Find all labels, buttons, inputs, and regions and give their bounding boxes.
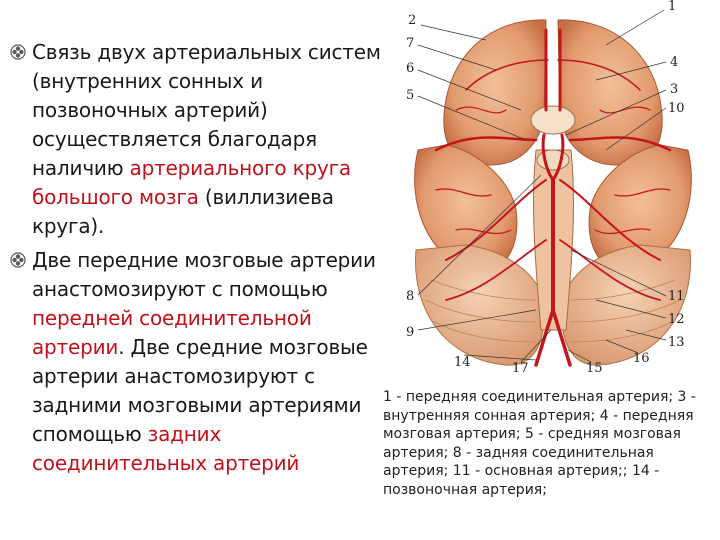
figure-label: 17 (512, 361, 529, 376)
highlight-term: артериального круга большого мозга (32, 156, 351, 209)
figure-label: 3 (670, 82, 678, 97)
figure-caption: 1 - передняя соединительная артерия; 3 -… (383, 389, 696, 498)
figure-label: 10 (668, 101, 685, 116)
figure-label: 13 (668, 335, 685, 350)
figure-label: 14 (454, 355, 471, 370)
figure-label: 7 (406, 36, 414, 51)
flower-bullet-icon (10, 252, 26, 268)
figure-label: 9 (406, 325, 414, 340)
frontal-lobe-left (443, 19, 547, 166)
frontal-lobe-right (557, 19, 663, 166)
brain-illustration: 1 2 7 6 5 4 3 10 8 9 11 12 13 14 17 15 1… (406, 0, 692, 376)
bullet-list: Связь двух артериальных систем (внутренн… (10, 38, 390, 478)
figure-label: 2 (408, 13, 416, 28)
figure-label: 11 (668, 289, 685, 304)
bullet-text: . Две средние мозговые артерии анастомоз… (32, 335, 368, 446)
bullet-text: Связь двух артериальных систем (внутренн… (32, 40, 381, 180)
figure-label: 15 (586, 361, 603, 376)
bullet-item: Две передние мозговые артерии анастомози… (10, 246, 390, 478)
figure-label: 16 (633, 351, 650, 366)
highlight-term: передней соединительной артерии (32, 306, 312, 359)
bullet-item: Связь двух артериальных систем (внутренн… (10, 38, 390, 241)
cerebellum-left (415, 244, 545, 366)
figure-label: 8 (406, 289, 414, 304)
figure-label: 12 (668, 312, 685, 327)
figure-label: 6 (406, 61, 414, 76)
bullet-text: (виллизиева круга). (32, 185, 334, 238)
highlight-term: задних соединительных артерий (32, 422, 300, 475)
bullet-text: Две передние мозговые артерии анастомози… (32, 248, 376, 301)
flower-bullet-icon (10, 44, 26, 60)
figure-label: 1 (668, 0, 676, 14)
figure-label: 5 (406, 88, 414, 103)
brain-arteries-figure: 1 2 7 6 5 4 3 10 8 9 11 12 13 14 17 15 1… (396, 0, 714, 385)
figure-label: 4 (670, 55, 678, 70)
